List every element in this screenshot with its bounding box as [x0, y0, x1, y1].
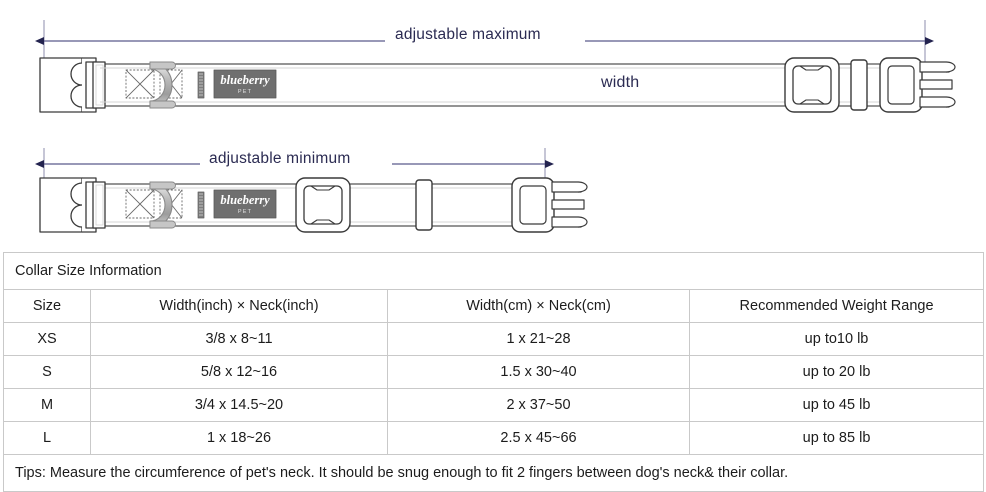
tips-text: Tips: Measure the circumference of pet's… — [2, 454, 985, 492]
cell-weight: up to 45 lb — [688, 388, 985, 422]
column-header-size: Size — [3, 289, 91, 323]
cell-weight: up to10 lb — [688, 322, 985, 356]
adjustable-maximum-label: adjustable maximum — [395, 26, 541, 43]
table-tips-row: Tips: Measure the circumference of pet's… — [2, 454, 985, 492]
table-row: XS 3/8 x 8~11 1 x 21~28 up to10 lb — [3, 322, 985, 356]
keeper-loop-icon — [850, 59, 868, 111]
cell-cm: 1 x 21~28 — [387, 322, 690, 356]
collar-size-chart-page: blueberry PET — [2, 20, 985, 492]
collar-size-table: Collar Size Information Size Width(inch)… — [2, 252, 985, 492]
cell-size: L — [3, 421, 91, 455]
brand-name-text: blueberry — [220, 193, 270, 207]
table-row: M 3/4 x 14.5~20 2 x 37~50 up to 45 lb — [3, 388, 985, 422]
brand-sub-text: PET — [238, 89, 252, 95]
cell-size: M — [3, 388, 91, 422]
table-title: Collar Size Information — [2, 252, 985, 290]
cell-weight: up to 20 lb — [688, 355, 985, 389]
keeper-ribs-icon — [197, 191, 205, 219]
width-label: width — [601, 74, 640, 91]
collar-diagram: blueberry PET — [35, 20, 956, 233]
cell-inch: 5/8 x 12~16 — [90, 355, 388, 389]
brand-sub-text: PET — [238, 209, 252, 215]
collar-minimum-illustration: blueberry PET — [39, 177, 588, 233]
cell-inch: 1 x 18~26 — [90, 421, 388, 455]
column-header-cm: Width(cm) × Neck(cm) — [387, 289, 690, 323]
cell-cm: 2 x 37~50 — [387, 388, 690, 422]
adjustable-minimum-label: adjustable minimum — [209, 150, 351, 167]
side-release-buckle-male-icon — [879, 57, 956, 113]
table-header-row: Size Width(inch) × Neck(inch) Width(cm) … — [3, 289, 985, 323]
cell-size: XS — [3, 322, 91, 356]
cell-size: S — [3, 355, 91, 389]
column-header-weight: Recommended Weight Range — [688, 289, 985, 323]
side-release-buckle-female-icon — [39, 57, 106, 113]
slider-adjuster-icon — [784, 57, 840, 113]
side-release-buckle-female-icon — [39, 177, 106, 233]
cell-inch: 3/4 x 14.5~20 — [90, 388, 388, 422]
table-title-row: Collar Size Information — [2, 252, 985, 290]
d-ring-icon — [149, 181, 176, 229]
collar-maximum-illustration: blueberry PET — [39, 57, 956, 113]
cell-cm: 2.5 x 45~66 — [387, 421, 690, 455]
table-row: L 1 x 18~26 2.5 x 45~66 up to 85 lb — [3, 421, 985, 455]
slider-adjuster-icon — [295, 177, 351, 233]
side-release-buckle-male-icon — [511, 177, 588, 233]
table-row: S 5/8 x 12~16 1.5 x 30~40 up to 20 lb — [3, 355, 985, 389]
cell-inch: 3/8 x 8~11 — [90, 322, 388, 356]
d-ring-icon — [149, 61, 176, 109]
keeper-loop-icon — [415, 179, 433, 231]
cell-cm: 1.5 x 30~40 — [387, 355, 690, 389]
brand-tag-icon: blueberry PET — [213, 69, 277, 99]
column-header-inch: Width(inch) × Neck(inch) — [90, 289, 388, 323]
keeper-ribs-icon — [197, 71, 205, 99]
brand-name-text: blueberry — [220, 73, 270, 87]
brand-tag-icon: blueberry PET — [213, 189, 277, 219]
cell-weight: up to 85 lb — [688, 421, 985, 455]
